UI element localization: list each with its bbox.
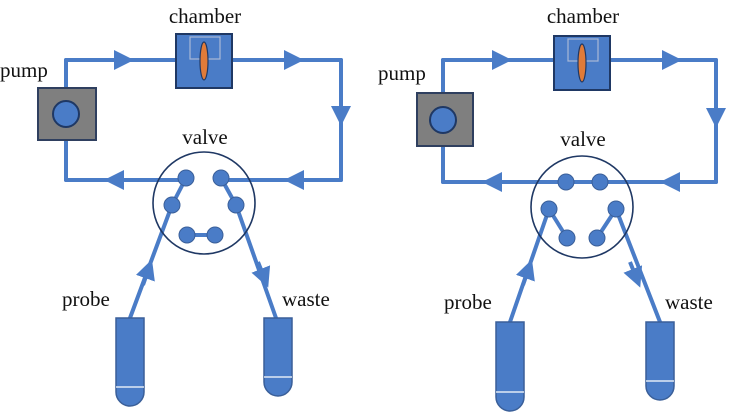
chamber xyxy=(175,33,233,89)
valve-port xyxy=(591,173,609,191)
valve-port xyxy=(607,200,625,218)
valve-channels xyxy=(170,177,238,237)
valve-port xyxy=(178,226,196,244)
valve-port xyxy=(177,169,195,187)
valve-ports xyxy=(163,169,245,244)
vial-icon xyxy=(115,317,145,407)
valve-port xyxy=(557,173,575,191)
valve xyxy=(152,151,256,255)
valve-outline xyxy=(152,151,256,255)
chamber-label: chamber xyxy=(547,4,619,28)
chamber-label: chamber xyxy=(169,4,241,28)
waste-vial xyxy=(645,321,675,401)
line-valve-to-waste xyxy=(614,207,662,324)
waste-label: waste xyxy=(282,287,330,311)
flow-arrows xyxy=(482,50,726,288)
probe-vial xyxy=(115,317,145,407)
line-probe-to-valve xyxy=(128,203,174,320)
loop-lines xyxy=(441,58,718,324)
flow-arrows xyxy=(104,50,351,288)
valve-port xyxy=(206,226,224,244)
probe-vial xyxy=(495,321,525,412)
valve-port xyxy=(212,169,230,187)
left-valve-diagram: chamber pump valve probe waste xyxy=(0,4,351,407)
pump-label: pump xyxy=(378,61,426,85)
probe-label: probe xyxy=(62,287,110,311)
valve-label: valve xyxy=(182,125,227,149)
loop-lines xyxy=(64,58,343,320)
vial-icon xyxy=(495,321,525,412)
valve-outline xyxy=(530,155,634,259)
chamber-membrane-icon xyxy=(199,41,209,81)
pump xyxy=(416,92,474,147)
waste-vial xyxy=(263,317,293,397)
valve-port xyxy=(588,229,606,247)
vial-icon xyxy=(645,321,675,401)
valve-label: valve xyxy=(560,127,605,151)
arrow-down-waste xyxy=(623,261,643,288)
valve xyxy=(530,155,634,259)
valve-ports xyxy=(540,173,625,247)
valve-port xyxy=(163,196,181,214)
vial-icon xyxy=(263,317,293,397)
valve-channels xyxy=(547,180,618,240)
valve-port xyxy=(558,229,576,247)
right-valve-diagram: chamber pump valve probe waste xyxy=(378,4,726,412)
pump xyxy=(37,87,97,141)
probe-label: probe xyxy=(444,290,492,314)
valve-port xyxy=(227,196,245,214)
pump-rotor-icon xyxy=(429,106,457,134)
arrow-down-waste xyxy=(251,261,271,288)
waste-label: waste xyxy=(665,290,713,314)
valve-port xyxy=(540,200,558,218)
pump-rotor-icon xyxy=(52,100,80,128)
chamber-membrane-icon xyxy=(577,43,587,83)
arrow-up-probe xyxy=(135,259,155,286)
arrow-up-probe xyxy=(515,259,535,286)
pump-label: pump xyxy=(0,58,48,82)
chamber xyxy=(553,35,611,91)
line-valve-to-waste xyxy=(234,203,278,320)
